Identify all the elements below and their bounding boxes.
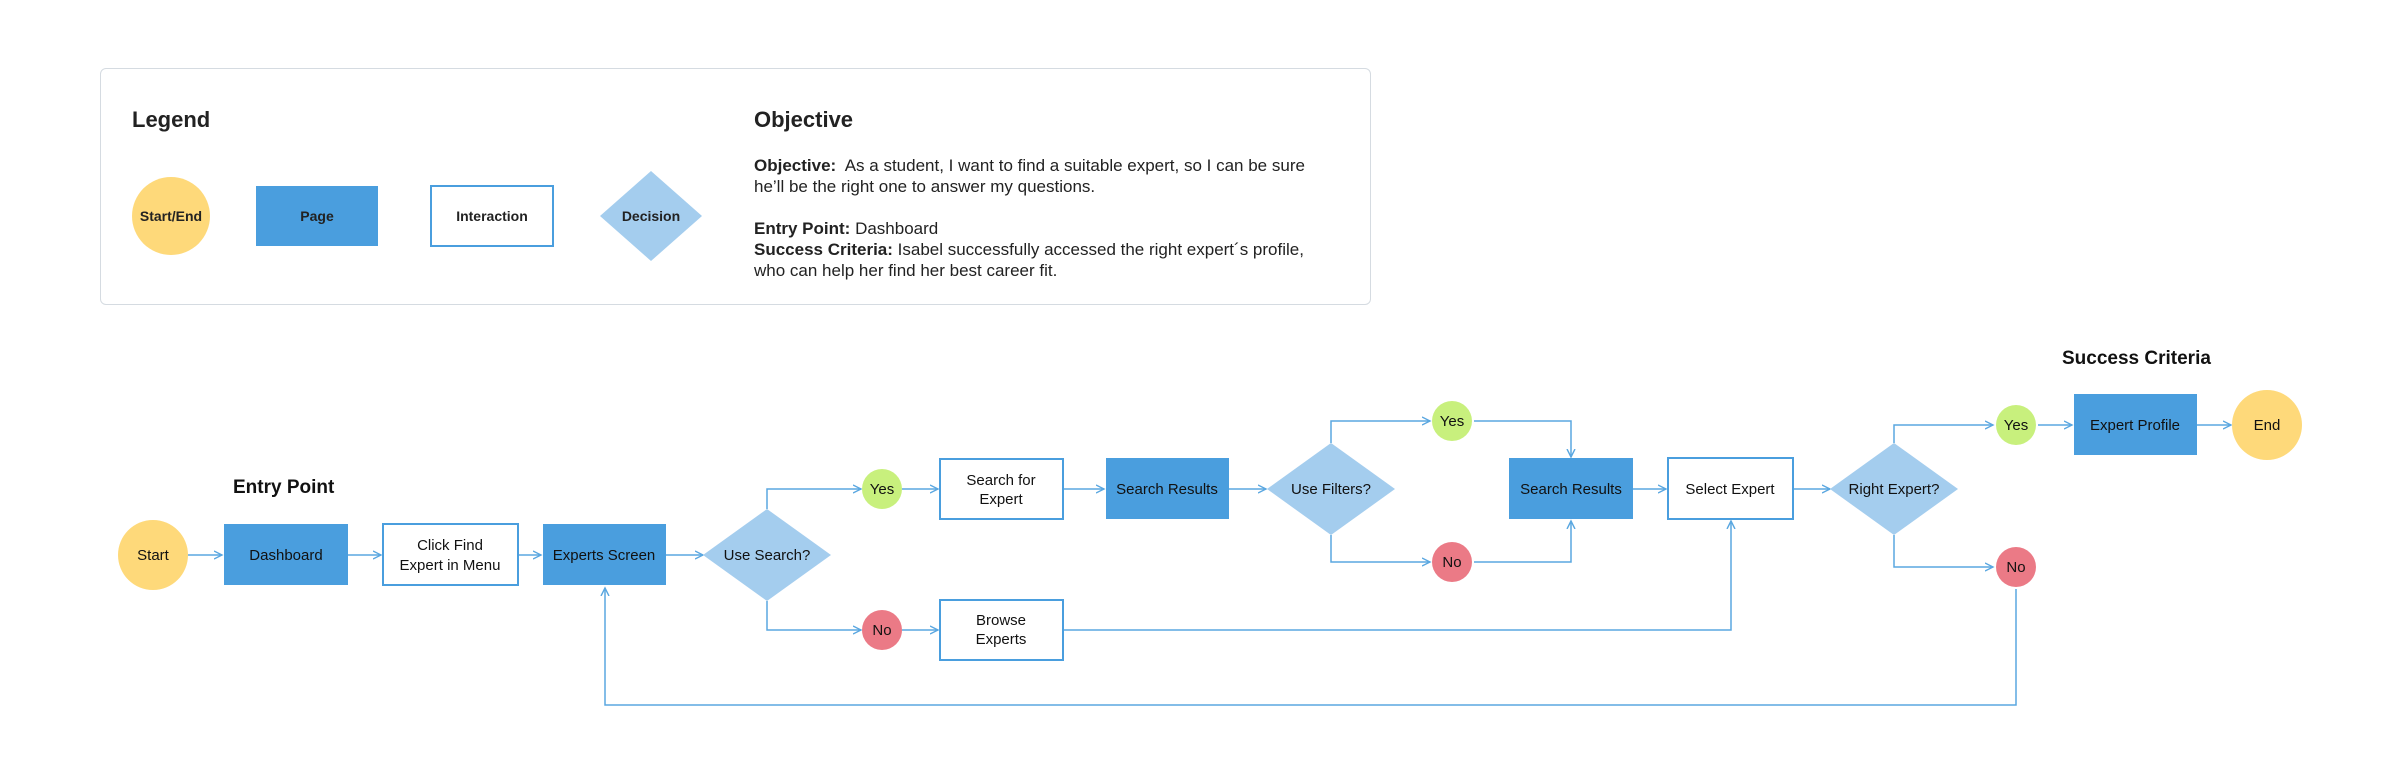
legend-start-end-label: Start/End [140,208,202,224]
arrow-filters-no [1330,535,1430,562]
arrow-usesearch-no [766,601,861,630]
node-use-filters-label: Use Filters? [1291,481,1371,498]
legend-interaction: Interaction [430,185,554,247]
legend-interaction-label: Interaction [456,208,528,224]
node-end-label: End [2254,417,2281,434]
arrow-right-no [1893,535,1993,567]
entry-point-paragraph: Entry Point: Dashboard Success Criteria:… [754,218,1314,281]
arrow-right-yes [1893,425,1993,443]
node-browse-line1: Browse [976,612,1026,629]
node-browse-experts: Browse Experts [939,599,1064,661]
node-experts-screen-label: Experts Screen [553,547,656,564]
node-use-search-label: Use Search? [724,547,811,564]
node-no-right-label: No [2006,559,2025,576]
node-click-find-line2: Expert in Menu [400,557,501,574]
node-expert-profile-label: Expert Profile [2090,417,2180,434]
arrow-usesearch-yes [766,489,861,509]
node-search-results: Search Results [1106,458,1229,519]
legend-page: Page [256,186,378,246]
entry-point-label: Entry Point: [754,219,851,238]
node-yes-search-label: Yes [870,481,894,498]
success-criteria-label: Success Criteria: [754,240,893,259]
node-yes-right: Yes [1996,405,2036,445]
arrow-no-results2 [1474,521,1571,563]
node-search-results-2-label: Search Results [1520,481,1622,498]
node-expert-profile: Expert Profile [2074,394,2197,455]
node-start-label: Start [137,547,170,564]
node-select-expert: Select Expert [1667,457,1794,520]
node-yes-filters: Yes [1432,401,1472,441]
node-search-for-expert: Search for Expert [939,458,1064,520]
objective-label: Objective: [754,156,837,175]
node-search-for-line2: Expert [979,491,1023,508]
node-start: Start [118,520,188,590]
connectors [188,420,2231,706]
node-yes-right-label: Yes [2004,417,2028,434]
success-criteria-text: Isabel successfully accessed the right e… [754,240,1304,280]
legend-page-label: Page [300,208,334,224]
node-search-results-2: Search Results [1509,458,1633,519]
arrow-filters-yes [1330,421,1430,443]
objective-title: Objective [754,107,854,132]
node-yes-filters-label: Yes [1440,413,1464,430]
arrow-yes-results2 [1474,420,1571,457]
node-right-expert-label: Right Expert? [1849,481,1940,498]
entry-point-text: Dashboard [855,219,939,238]
node-search-for-line1: Search for [966,472,1035,489]
success-criteria-heading: Success Criteria [2062,348,2211,369]
node-no-search: No [862,610,902,650]
node-click-find-line1: Click Find [417,537,483,554]
node-dashboard: Dashboard [224,524,348,585]
node-no-filters: No [1432,542,1472,582]
node-no-right: No [1996,547,2036,587]
legend-title: Legend [132,107,211,132]
entry-point-heading: Entry Point [233,477,335,498]
node-search-results-label: Search Results [1116,481,1218,498]
node-use-search: Use Search? [703,509,831,601]
node-no-filters-label: No [1442,554,1461,571]
node-no-search-label: No [872,622,891,639]
node-select-expert-label: Select Expert [1685,481,1775,498]
node-browse-line2: Experts [976,631,1027,648]
legend-decision-label: Decision [622,208,680,224]
legend-start-end: Start/End [132,177,210,255]
node-click-find-expert: Click Find Expert in Menu [382,523,519,586]
node-use-filters: Use Filters? [1267,443,1395,535]
objective-paragraph: Objective: As a student, I want to find … [754,155,1314,197]
arrow-no-experts-loop [605,588,2017,706]
objective-text: As a student, I want to find a suitable … [754,156,1305,196]
node-yes-search: Yes [862,469,902,509]
node-right-expert: Right Expert? [1830,443,1958,535]
node-dashboard-label: Dashboard [249,547,322,564]
legend-decision: Decision [600,171,702,261]
node-end: End [2232,390,2302,460]
legend-card: Legend Objective Objective: As a student… [100,68,1371,305]
node-experts-screen: Experts Screen [543,524,666,585]
arrow-browse-select [1063,521,1731,631]
